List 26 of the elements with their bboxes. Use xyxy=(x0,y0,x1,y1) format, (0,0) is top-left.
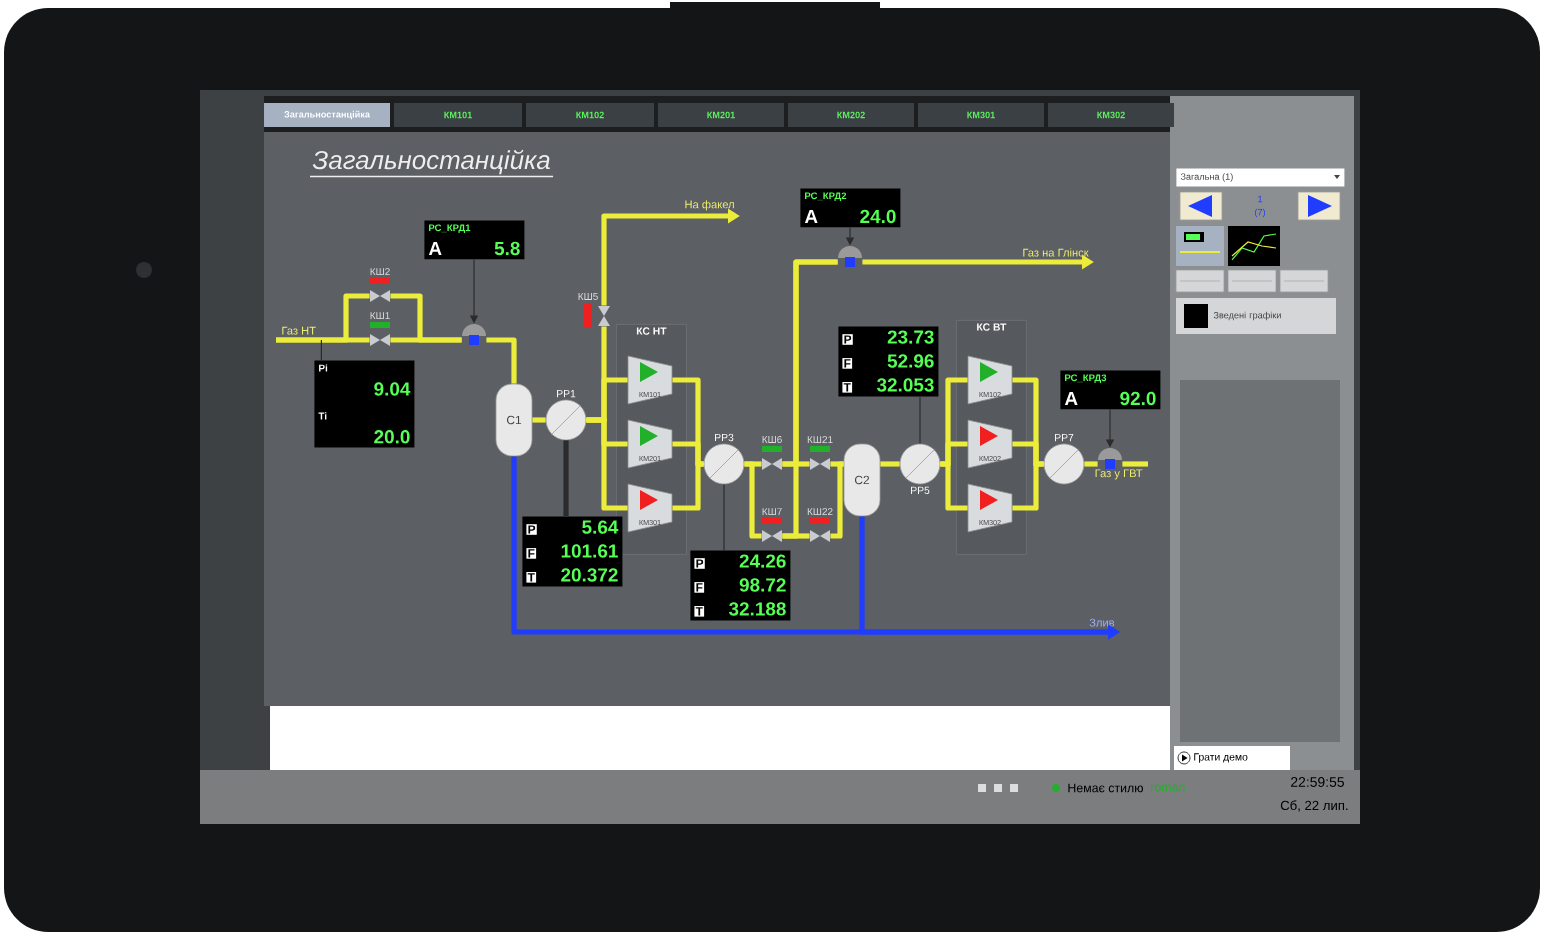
pipe xyxy=(532,417,546,423)
pipe xyxy=(563,440,569,516)
title: Загальностанційка xyxy=(309,149,554,178)
pipe xyxy=(672,441,704,467)
pipe xyxy=(390,293,462,343)
leader-line xyxy=(320,339,322,361)
pipe xyxy=(486,337,517,384)
control-valve xyxy=(462,324,486,345)
pipe xyxy=(1084,461,1098,467)
pipe xyxy=(1012,461,1044,511)
pipe xyxy=(744,461,762,539)
pipe xyxy=(1122,461,1148,467)
pipe xyxy=(1012,441,1044,467)
pipe xyxy=(586,326,607,423)
pipe xyxy=(830,461,844,467)
pipe xyxy=(830,461,844,539)
pipe xyxy=(880,461,900,467)
leader-line xyxy=(919,396,921,445)
pipe xyxy=(276,293,370,343)
leader-line xyxy=(723,483,725,551)
pipe xyxy=(940,461,968,511)
pipe xyxy=(782,259,838,539)
control-valve xyxy=(1098,448,1122,469)
control-valve xyxy=(838,246,862,267)
pipe xyxy=(672,461,704,511)
pipe xyxy=(940,441,968,467)
